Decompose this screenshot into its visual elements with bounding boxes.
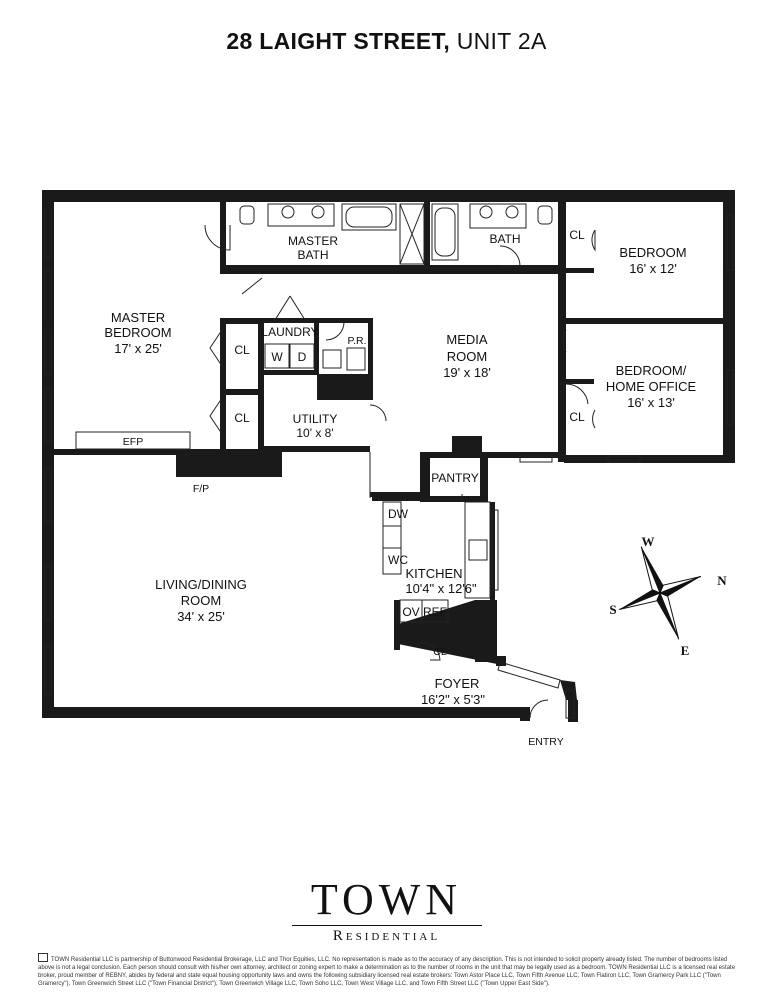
dishwasher-label: DW xyxy=(388,507,409,521)
closet-label: CL xyxy=(234,343,250,357)
closet-label: CL xyxy=(569,410,585,424)
compass-needle-north xyxy=(641,546,664,593)
bath-label: BATH xyxy=(489,232,520,246)
unit-text: UNIT 2A xyxy=(456,28,547,54)
media-room-label-2: ROOM xyxy=(447,349,487,364)
dryer-label: D xyxy=(298,350,307,364)
fixtures xyxy=(44,203,734,719)
refrigerator-label: REF xyxy=(423,605,447,619)
living-dining-label-2: ROOM xyxy=(181,593,221,608)
living-dining-label: LIVING/DINING xyxy=(155,577,247,592)
brand-name: TOWN xyxy=(310,875,463,924)
oven-label: OV xyxy=(402,605,419,619)
master-bath-label-2: BATH xyxy=(297,248,328,262)
compass-letters: W N S E xyxy=(609,534,727,658)
closet-label: CL xyxy=(234,411,250,425)
master-bedroom-dims: 17' x 25' xyxy=(114,341,162,356)
master-bath-label: MASTER xyxy=(288,234,338,248)
kitchen-dims: 10'4" x 12'6" xyxy=(405,581,477,596)
fireplace-label: F/P xyxy=(193,483,209,495)
compass-e: E xyxy=(681,643,690,658)
brand-rule xyxy=(291,925,482,926)
disclaimer-text: TOWN Residential LLC is partnership of B… xyxy=(38,957,736,987)
closet-label: CL xyxy=(433,646,447,658)
media-room-dims: 19' x 18' xyxy=(443,365,491,380)
brand-subtitle: Residential xyxy=(332,928,441,944)
listing-title: 28 LAIGHT STREET, UNIT 2A xyxy=(0,28,773,55)
master-bedroom-label-2: BEDROOM xyxy=(104,325,171,340)
address-text: 28 LAIGHT STREET, xyxy=(226,28,451,54)
foyer-label: FOYER xyxy=(435,676,480,691)
legal-disclaimer: TOWN Residential LLC is partnership of B… xyxy=(38,953,738,988)
walls xyxy=(42,190,735,722)
bedroom-office-dims: 16' x 13' xyxy=(627,395,675,410)
entry-label: ENTRY xyxy=(528,736,563,748)
utility-dims: 10' x 8' xyxy=(296,426,333,440)
compass-w: W xyxy=(642,534,655,549)
media-room-label: MEDIA xyxy=(446,332,488,347)
bedroom-label: BEDROOM xyxy=(619,245,686,260)
brand-logo: TOWN Residential xyxy=(0,878,773,945)
bedroom-office-label-2: HOME OFFICE xyxy=(606,379,697,394)
bedroom-dims: 16' x 12' xyxy=(629,261,677,276)
room-labels: MASTER BATH BATH CL BEDROOM 16' x 12' MA… xyxy=(104,228,696,748)
master-bedroom-label: MASTER xyxy=(111,310,165,325)
compass xyxy=(619,546,701,640)
washer-label: W xyxy=(271,350,283,364)
efp-label: EFP xyxy=(123,436,143,448)
living-dining-dims: 34' x 25' xyxy=(177,609,225,624)
wine-cooler-label: WC xyxy=(388,553,408,567)
closet-label: CL xyxy=(569,228,585,242)
foyer-dims: 16'2" x 5'3" xyxy=(421,692,485,707)
equal-housing-icon xyxy=(38,953,48,962)
laundry-label: LAUNDRY xyxy=(261,325,318,339)
bedroom-office-label: BEDROOM/ xyxy=(616,363,687,378)
compass-s: S xyxy=(609,602,616,617)
powder-room-label: P.R. xyxy=(347,335,366,347)
kitchen-label: KITCHEN xyxy=(405,566,462,581)
pantry-label: PANTRY xyxy=(431,471,479,485)
utility-label: UTILITY xyxy=(293,412,338,426)
compass-n: N xyxy=(717,573,727,588)
